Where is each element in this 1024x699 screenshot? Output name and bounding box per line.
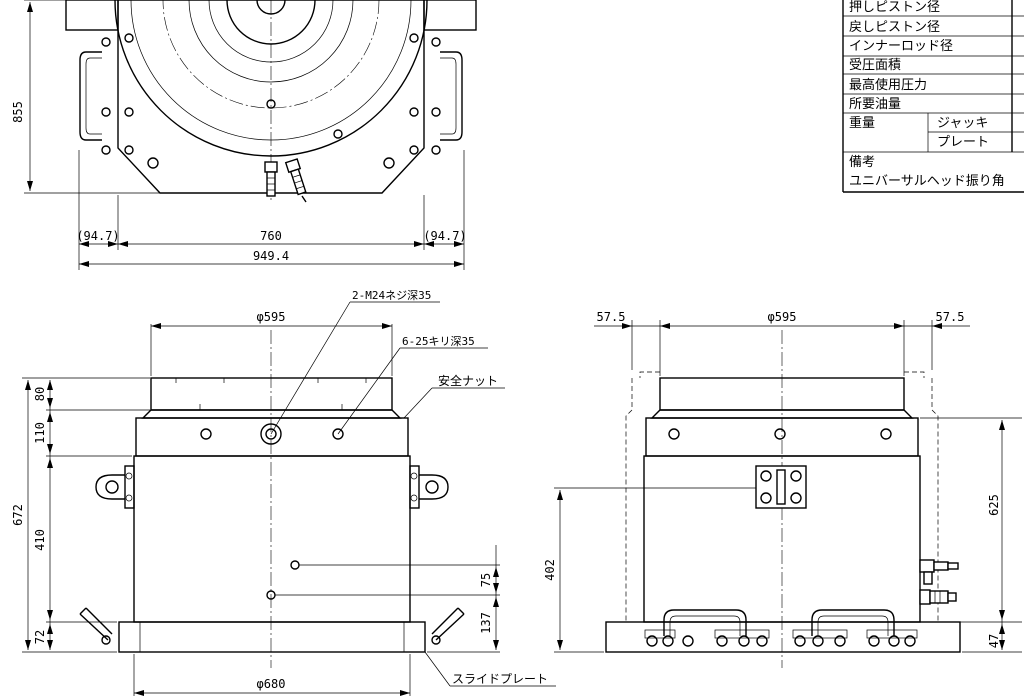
front-view-tapped-hole xyxy=(260,423,282,445)
top-view-side-bolts xyxy=(101,33,441,155)
front-view-port xyxy=(290,560,300,570)
side-view-plate-bolts xyxy=(644,629,918,647)
side-view-bracket xyxy=(755,465,807,509)
top-view-left-handle xyxy=(79,51,102,141)
spec-remarks-label: 備考 xyxy=(849,154,875,170)
dim-bracket: 402 xyxy=(543,559,557,581)
front-view-slide-plate xyxy=(118,621,426,653)
dim-body: 410 xyxy=(33,529,47,551)
top-view: 855 (94.7) 760 (94.7) 949.4 xyxy=(11,0,477,270)
spec-remarks-text: ユニバーサルヘッド振り角 xyxy=(849,174,1005,189)
dim-right-offset: (94.7) xyxy=(423,229,466,243)
dim-top-diameter-side: φ595 xyxy=(768,310,797,324)
spec-row-pressure-area: 受圧面積 xyxy=(849,58,901,73)
spec-row-return-piston: 戻しピストン径 xyxy=(849,20,940,35)
dim-nut: 110 xyxy=(33,422,47,444)
dim-top-diameter: φ595 xyxy=(257,310,286,324)
spec-row-inner-rod: インナーロッド径 xyxy=(849,39,953,54)
front-view: φ595 φ680 672 80 110 410 72 xyxy=(11,289,556,696)
spec-weight-plate: プレート xyxy=(937,135,989,150)
top-view-right-lug xyxy=(423,0,477,31)
top-view-hole xyxy=(266,99,276,109)
spec-row-oil-volume: 所要油量 xyxy=(849,97,901,112)
label-safety-nut: 安全ナット xyxy=(438,373,498,388)
top-view-hole xyxy=(147,157,159,169)
top-view-hole xyxy=(333,129,343,139)
note-drill: 6-25キリ深35 xyxy=(402,335,475,348)
dim-left-margin: 57.5 xyxy=(597,310,626,324)
top-view-coupler xyxy=(284,158,307,196)
front-view-left-handle xyxy=(79,607,113,645)
dim-plate-side: 47 xyxy=(987,634,1001,648)
spec-weight-jack: ジャッキ xyxy=(937,116,988,131)
dim-port-lower: 137 xyxy=(479,612,493,634)
dim-left-offset: (94.7) xyxy=(76,229,119,243)
front-view-drill-hole xyxy=(200,428,212,440)
side-view-coupler xyxy=(919,589,957,605)
label-slide-plate: スライドプレート xyxy=(452,672,548,686)
dim-port-upper: 75 xyxy=(479,573,493,587)
side-view-handle xyxy=(663,609,747,636)
front-view-body xyxy=(133,455,411,623)
side-view-slide-plate xyxy=(605,621,961,653)
top-view-coupler xyxy=(264,161,278,197)
dim-height: 855 xyxy=(11,101,25,123)
top-view-left-lug xyxy=(65,0,119,31)
front-view-right-handle xyxy=(431,607,465,645)
note-tap: 2-M24ネジ深35 xyxy=(352,289,431,302)
top-view-hole xyxy=(383,157,395,169)
side-view-handle xyxy=(811,609,895,636)
dim-saddle: 80 xyxy=(33,387,47,401)
dim-plate: 72 xyxy=(33,630,47,644)
spec-table: 押しピストン径 戻しピストン径 インナーロッド径 受圧面積 最高使用圧力 所要油… xyxy=(842,0,1024,193)
dim-center-width: 760 xyxy=(260,229,282,243)
spec-row-max-pressure: 最高使用圧力 xyxy=(849,77,927,93)
top-view-body xyxy=(117,0,425,194)
dim-total-height: 672 xyxy=(11,504,25,526)
dim-height-side: 625 xyxy=(987,494,1001,516)
side-view: 57.5 φ595 57.5 402 625 47 xyxy=(543,310,1022,668)
dim-total-width: 949.4 xyxy=(253,249,289,263)
front-view-drill-hole xyxy=(332,428,344,440)
spec-row-weight: 重量 xyxy=(849,115,875,131)
dim-bottom-diameter: φ680 xyxy=(257,677,286,691)
spec-row-push-piston: 押しピストン径 xyxy=(849,0,940,15)
front-view-left-lug xyxy=(95,465,135,509)
side-view-coupler xyxy=(919,559,959,585)
front-view-saddle xyxy=(150,377,393,411)
top-view-right-handle xyxy=(440,51,463,141)
front-view-right-lug xyxy=(409,465,449,509)
dim-right-margin: 57.5 xyxy=(936,310,965,324)
